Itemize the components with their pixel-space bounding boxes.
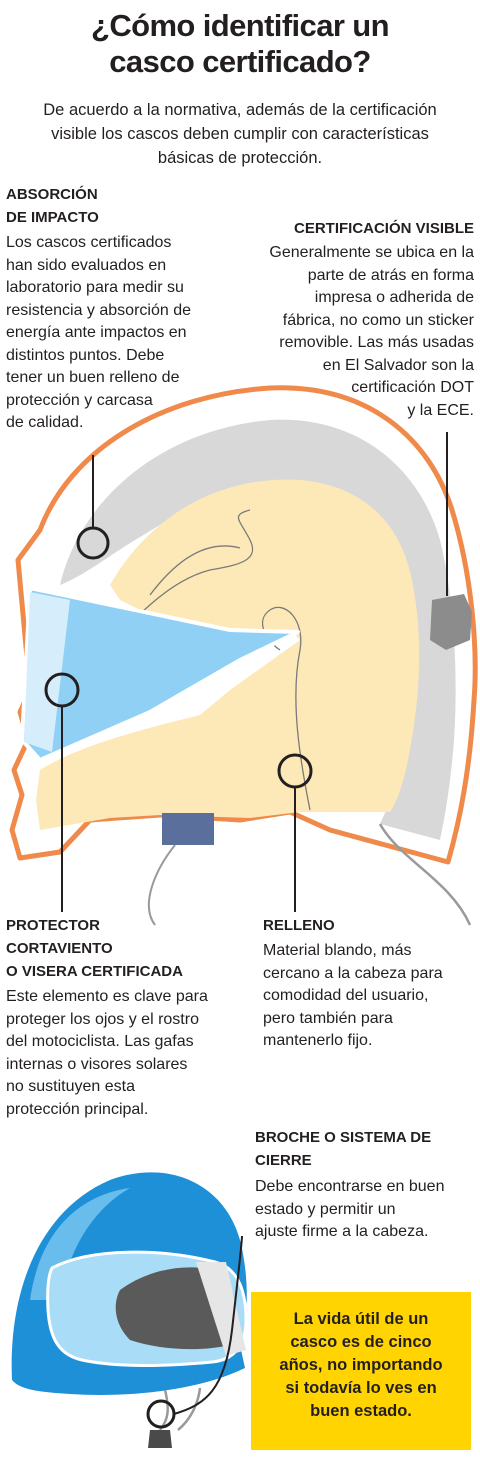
lifespan-note-text: La vida útil de un casco es de cinco año… — [251, 1308, 471, 1423]
body-line: comodidad del usuario, — [263, 987, 429, 1004]
note-line: casco es de cinco — [290, 1333, 432, 1351]
body-line: removible. Las más usadas — [279, 334, 474, 351]
body-line: Este elemento es clave para — [6, 988, 208, 1005]
body-line: energía ante impactos en — [6, 324, 187, 341]
certification-badge — [430, 594, 472, 650]
leader-line — [173, 1235, 243, 1415]
body-line: protección principal. — [6, 1100, 149, 1118]
chin-strap-clip — [162, 813, 214, 845]
body-line: parte de atrás en forma — [307, 266, 474, 284]
heading-line: CIERRE — [255, 1152, 312, 1169]
heading-line: DE IMPACTO — [6, 209, 99, 226]
note-line: La vida útil de un — [293, 1310, 429, 1328]
body-line: Debe encontrarse en buen — [255, 1178, 445, 1195]
callout-circle-broche — [146, 1399, 176, 1429]
body-line: han sido evaluados en — [6, 256, 167, 274]
note-line: buen estado. — [310, 1402, 412, 1420]
strap-wire — [378, 823, 472, 926]
section-heading-broche: BROCHE O SISTEMA DE CIERRE — [255, 1126, 431, 1172]
helmet-visor — [20, 586, 300, 762]
blue-helmet-illustration — [11, 1172, 248, 1448]
body-line: fábrica, no como un sticker — [282, 311, 474, 329]
heading-line: CERTIFICACIÓN VISIBLE — [293, 220, 474, 237]
helmet-cross-section — [9, 385, 478, 926]
heading-line: RELLENO — [263, 917, 335, 934]
body-line: estado y permitir un — [255, 1200, 396, 1218]
visor-highlight — [24, 592, 70, 752]
helmet-padding — [36, 479, 420, 830]
title-line: casco certificado? — [109, 44, 371, 79]
callout-circle-absorcion — [76, 526, 110, 560]
intro-line: De acuerdo a la normativa, además de la … — [43, 101, 437, 119]
lifespan-note-box: La vida útil de un casco es de cinco año… — [251, 1292, 471, 1450]
body-line: protección y carcasa — [6, 391, 153, 409]
heading-line: PROTECTOR — [6, 917, 100, 934]
heading-line: BROCHE O SISTEMA DE — [255, 1129, 432, 1146]
intro-line: visible los cascos deben cumplir con car… — [51, 125, 429, 143]
liner-wire — [149, 545, 241, 596]
section-body-absorcion: Los cascos certificados han sido evaluad… — [6, 232, 191, 435]
section-heading-certificacion: CERTIFICACIÓN VISIBLE — [294, 217, 474, 240]
body-line: ajuste firme a la cabeza. — [255, 1223, 429, 1240]
heading-line: CORTAVIENTO — [6, 940, 113, 957]
intro-text: De acuerdo a la normativa, además de la … — [6, 98, 474, 170]
section-heading-absorcion: ABSORCIÓN DE IMPACTO — [6, 183, 99, 229]
body-line: de calidad. — [6, 414, 84, 431]
body-line: distintos puntos. Debe — [6, 346, 165, 364]
note-line: si todavía lo ves en — [285, 1379, 437, 1397]
body-line: del motociclista. Las gafas — [6, 1033, 194, 1050]
body-line: cercano a la cabeza para — [263, 964, 443, 982]
body-line: pero también para — [263, 1009, 393, 1027]
section-body-relleno: Material blando, más cercano a la cabeza… — [263, 940, 443, 1053]
body-line: no sustituyen esta — [6, 1078, 135, 1095]
blue-helmet-visor-rim — [196, 1262, 246, 1356]
body-line: en El Salvador son la — [322, 356, 474, 374]
strap-wire — [147, 844, 176, 926]
body-line: proteger los ojos y el rostro — [6, 1010, 199, 1028]
blue-helmet-strap — [177, 1387, 202, 1431]
page-title: ¿Cómo identificar un casco certificado? — [0, 8, 480, 80]
heading-line: ABSORCIÓN — [6, 186, 98, 203]
section-body-broche: Debe encontrarse en buen estado y permit… — [255, 1176, 444, 1244]
section-heading-relleno: RELLENO — [263, 914, 335, 937]
body-line: laboratorio para medir su — [6, 279, 184, 296]
note-line: años, no importando — [279, 1356, 443, 1374]
section-body-certificacion: Generalmente se ubica en la parte de atr… — [269, 242, 474, 422]
body-line: y la ECE. — [407, 401, 474, 419]
chin-strap-clip — [148, 1430, 172, 1448]
body-line: Generalmente se ubica en la — [269, 244, 474, 261]
body-line: Los cascos certificados — [6, 234, 172, 251]
section-heading-protector: PROTECTOR CORTAVIENTO O VISERA CERTIFICA… — [6, 914, 183, 983]
title-line: ¿Cómo identificar un — [90, 8, 390, 43]
section-body-protector: Este elemento es clave para proteger los… — [6, 986, 208, 1121]
heading-line: O VISERA CERTIFICADA — [6, 963, 183, 980]
body-line: certificación DOT — [351, 379, 474, 396]
intro-line: básicas de protección. — [157, 149, 323, 167]
body-line: tener un buen relleno de — [6, 369, 180, 386]
body-line: Material blando, más — [263, 942, 412, 959]
body-line: internas o visores solares — [6, 1055, 188, 1073]
body-line: resistencia y absorción de — [6, 301, 191, 319]
blue-helmet-strap — [159, 1389, 169, 1431]
body-line: mantenerlo fijo. — [263, 1032, 373, 1049]
body-line: impresa o adherida de — [314, 289, 474, 306]
